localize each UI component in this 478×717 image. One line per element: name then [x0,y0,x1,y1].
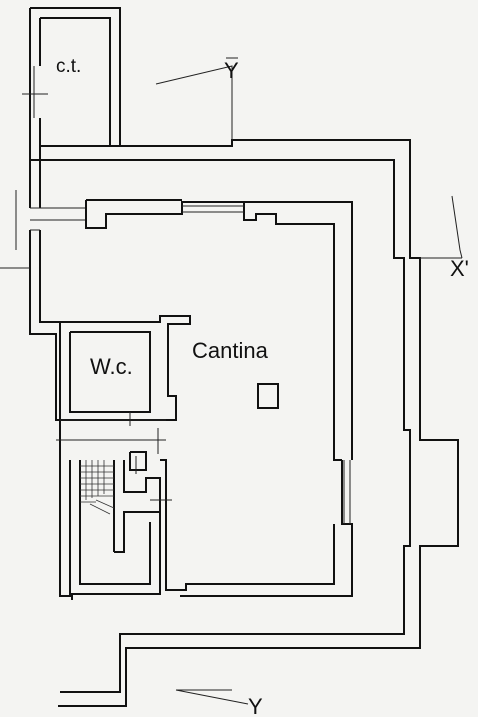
outer-wall [0,139,459,707]
ct-room [22,7,121,161]
section-label-x-right: X' [450,256,469,281]
wc-room [59,315,191,426]
stair-area [56,428,172,595]
pillar [257,383,279,409]
cantina-walls [85,199,353,597]
room-label-cantina: Cantina [192,338,269,363]
section-y-top [155,57,238,140]
section-label-y-bottom: Y [248,694,263,717]
room-label-ct: c.t. [56,56,81,77]
section-y-bottom [175,689,249,705]
section-x-right [420,195,463,259]
section-label-y-top: Y [224,58,239,83]
stair-treads [80,460,115,515]
room-label-wc: W.c. [90,354,133,379]
